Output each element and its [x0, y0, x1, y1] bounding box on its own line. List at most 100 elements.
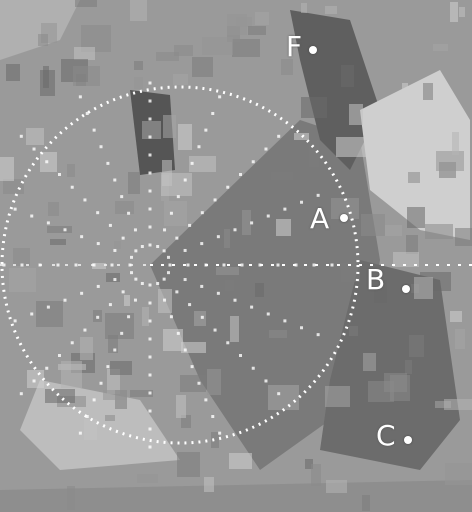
marker-b[interactable] — [401, 284, 411, 294]
terrain-patch — [436, 151, 464, 171]
terrain-patch — [178, 124, 192, 150]
spoke-dot — [216, 235, 220, 239]
terrain-patch — [103, 390, 127, 400]
terrain-patch — [374, 280, 387, 303]
spoke-dot — [63, 228, 67, 232]
spoke-dot — [127, 211, 131, 215]
terrain-patch — [301, 97, 327, 118]
terrain-patch — [181, 415, 191, 428]
terrain-patch — [26, 128, 44, 145]
terrain-patch — [180, 375, 206, 392]
spoke-dot — [197, 381, 201, 385]
spoke-dot — [140, 281, 144, 285]
terrain-patch — [368, 381, 394, 402]
terrain-patch — [361, 214, 385, 236]
terrain-patch — [325, 386, 350, 407]
spoke-dot — [120, 331, 124, 335]
spoke-dot — [63, 298, 67, 302]
spoke-dot — [108, 223, 112, 227]
spoke-dot — [183, 348, 187, 352]
spoke-dot — [148, 391, 152, 395]
terrain-patch — [224, 229, 230, 248]
spoke-dot — [162, 249, 166, 253]
terrain-patch — [450, 311, 462, 322]
spoke-dot — [148, 427, 152, 431]
terrain-patch — [281, 59, 293, 75]
terrain-patch — [311, 464, 321, 486]
terrain-patch — [349, 326, 358, 336]
marker-c[interactable] — [403, 435, 413, 445]
terrain-patch — [341, 65, 354, 87]
spoke-dot — [148, 409, 152, 413]
terrain-patch — [108, 335, 118, 353]
terrain-patch — [110, 361, 132, 375]
spoke-dot — [226, 185, 230, 189]
spoke-dot — [186, 263, 190, 267]
terrain-patch — [341, 263, 360, 282]
terrain-patch — [211, 432, 219, 448]
spoke-dot — [113, 178, 117, 182]
terrain-patch — [84, 419, 97, 440]
terrain-patch — [27, 370, 44, 388]
spoke-dot — [113, 348, 117, 352]
terrain-patch — [455, 228, 472, 246]
terrain-patch — [107, 369, 120, 394]
terrain-patch — [232, 39, 260, 57]
spoke-dot — [148, 283, 152, 287]
spoke-dot — [175, 236, 179, 240]
spoke-dot — [183, 248, 187, 252]
spoke-dot — [148, 117, 152, 121]
spoke-dot — [166, 271, 170, 275]
spoke-dot — [57, 354, 61, 358]
spoke-dot — [96, 284, 100, 288]
spoke-dot — [110, 263, 114, 267]
spoke-dot — [213, 198, 217, 202]
spoke-dot — [200, 284, 204, 288]
spoke-dot — [113, 278, 117, 282]
marker-f[interactable] — [308, 45, 318, 55]
terrain-patch — [38, 34, 48, 46]
terrain-patch — [177, 452, 200, 477]
terrain-patch — [194, 311, 206, 326]
spoke-dot — [169, 315, 173, 319]
spoke-dot — [183, 178, 187, 182]
spoke-dot — [162, 277, 166, 281]
terrain-patch — [142, 307, 149, 326]
marker-a[interactable] — [339, 213, 349, 223]
terrain-patch — [67, 164, 75, 177]
terrain-bottom-band — [0, 480, 472, 512]
terrain-patch — [433, 44, 448, 51]
terrain-patch — [385, 225, 402, 236]
spoke-dot — [204, 398, 208, 402]
spoke-dot — [148, 189, 152, 193]
terrain-patch — [114, 241, 121, 249]
spoke-dot — [197, 145, 201, 149]
terrain-patch — [276, 219, 291, 236]
terrain-patch — [192, 57, 213, 77]
spoke-dot — [168, 263, 172, 267]
range-ring — [0, 85, 360, 445]
spoke-dot — [233, 298, 237, 302]
terrain-patch — [393, 252, 419, 267]
spoke-dot — [277, 392, 281, 396]
terrain-patch — [326, 480, 347, 493]
terrain-patch — [61, 361, 82, 388]
spoke-dot — [233, 228, 237, 232]
terrain-patch — [414, 277, 433, 299]
spoke-dot — [226, 341, 230, 345]
spoke-dot — [70, 185, 74, 189]
terrain-patch — [36, 301, 63, 327]
spoke-dot — [300, 200, 304, 204]
spoke-dot — [80, 235, 84, 239]
spoke-dot — [166, 255, 170, 259]
spoke-dot — [283, 207, 287, 211]
spoke-dot — [120, 195, 124, 199]
terrain-patch — [227, 14, 247, 35]
spoke-dot — [264, 379, 268, 383]
terrain-patch — [268, 385, 299, 410]
terrain-patch — [406, 235, 418, 254]
terrain-patch — [45, 389, 75, 403]
terrain-patch — [216, 267, 239, 275]
terrain-patch — [423, 83, 433, 100]
spoke-dot — [163, 298, 167, 302]
